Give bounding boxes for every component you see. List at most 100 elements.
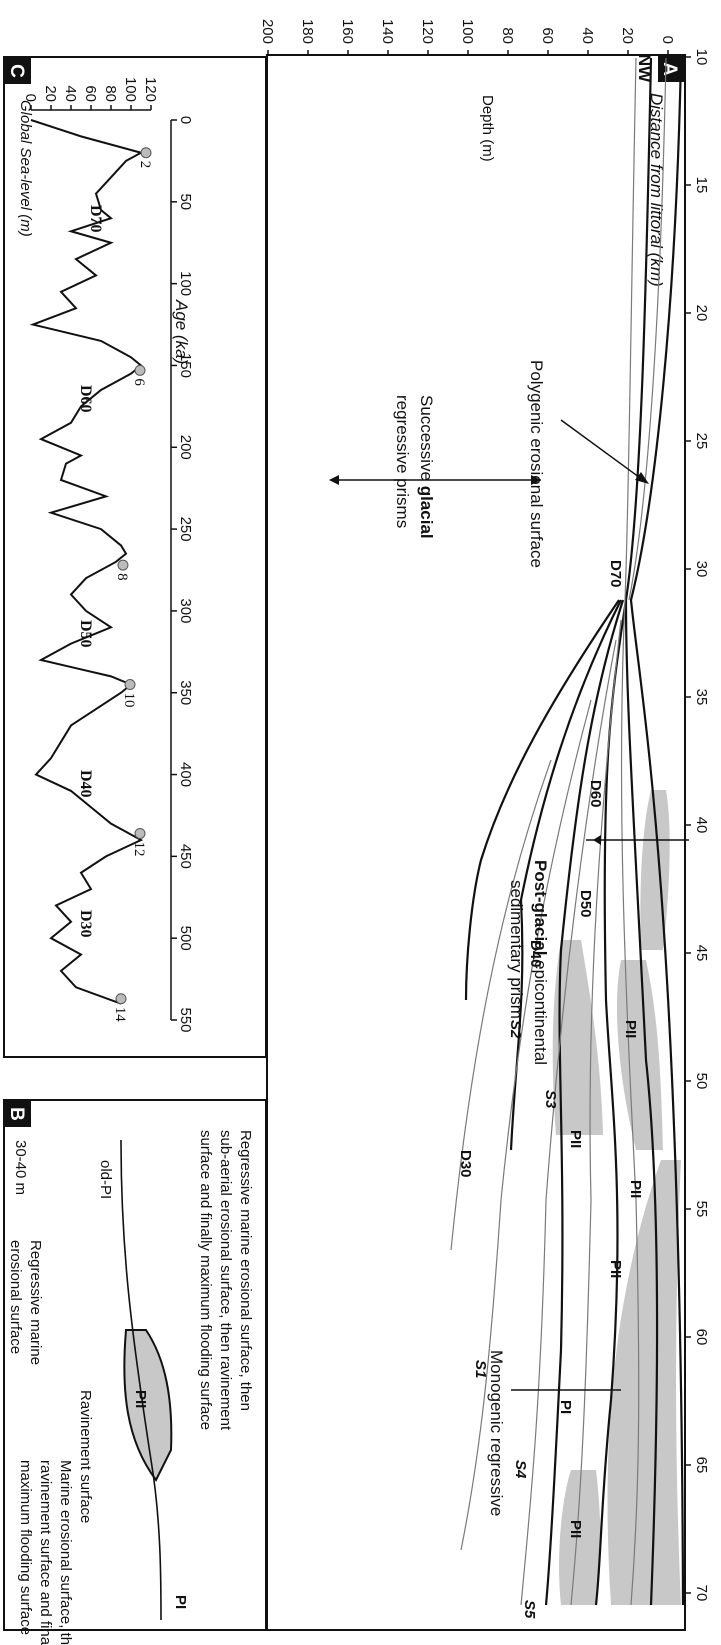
panel-b-scale: 30-40 m [12,1140,29,1195]
seq-label-s1: S1 [472,1360,489,1378]
surface-label-d60: D60 [587,780,604,808]
panel-a-x-tick-label: 55 [693,1201,710,1218]
stage-label-d40: D40 [77,770,94,798]
sea-level-curve [29,119,144,1005]
panel-c-frame [3,56,267,1058]
pii-label-3: PII [607,1260,624,1278]
panel-c-y-tick-label: 120 [142,77,159,102]
panel-c-x-tick-label: 50 [177,193,194,210]
panel-b-regressive-2: erosional surface [7,1240,24,1354]
panel-a-y-tick-label: 60 [539,27,556,44]
panel-b-marine-1: Marine erosional surface, then [57,1460,74,1645]
panel-c-stage-labels: D70 D60 D50 D40 D30 [77,205,104,938]
panel-a-y-tick-label: 200 [259,19,276,44]
panel-c-x-tick-label: 250 [177,517,194,542]
stage-marker [115,993,127,1005]
panel-b-marine-2: ravinement surface and finally [37,1460,54,1645]
panel-a-letter-box [658,56,684,82]
seq-label-s5: S5 [521,1600,538,1619]
surface-label-d50: D50 [577,890,594,918]
panel-b-pi: PI [172,1595,189,1609]
panel-a-x-tick-label: 65 [693,1457,710,1474]
stage-marker [134,827,146,839]
stage-number-label: 10 [121,693,137,708]
panel-b-old-pi: old-PI [97,1160,114,1199]
panel-a-y-tick-label: 0 [659,36,676,44]
panel-b-marine-3: maximum flooding surface [17,1460,34,1635]
panel-a-x-tick-label: 20 [693,305,710,322]
pii-fill-upper [607,1160,681,1605]
panel-a-x-tick-label: 70 [693,1585,710,1602]
panel-c-letter-box [5,58,31,84]
surface-label-d40: D40 [527,940,544,968]
panel-a-y-tick-label: 140 [379,19,396,44]
panel-c-y-tick-label: 60 [82,85,99,102]
panel-a-y-tick-label: 40 [579,27,596,44]
stage-number-label: 2 [137,161,153,169]
stage-label-d70: D70 [87,205,104,233]
panel-c-x-tick-label: 400 [177,762,194,787]
panel-c-x-tick-label: 150 [177,353,194,378]
stage-label-d60: D60 [77,385,94,413]
panel-c-y-tick-label: 100 [122,77,139,102]
panel-a-reflectors [450,57,667,1606]
seq-label-s3: S3 [542,1090,559,1109]
polygenic-label: Polygenic erosional surface [527,360,546,568]
pii-label-1: PII [622,1020,639,1038]
arrow-polygenic [560,419,649,484]
panel-b-text-2: sub-aerial erosional surface, then ravin… [217,1130,234,1431]
nw-label: NW [635,54,654,83]
panel-a-x-tick-label: 40 [693,817,710,834]
panel-b: B 30-40 m Regressive marine erosional su… [3,1099,267,1645]
panel-a-y-tick-label: 160 [339,19,356,44]
arrow-successive [329,475,541,485]
panel-a-y-tick-label: 120 [419,19,436,44]
pii-fill-se [559,1470,601,1605]
surface-label-d30: D30 [457,1150,474,1178]
panel-c-x-tick-label: 550 [177,1007,194,1032]
pi-label: PI [557,1400,574,1414]
panel-b-letter-box [5,1101,31,1127]
panel-c-y-tick-label: 40 [62,85,79,102]
panel-c-x-axis-title: Age (ka) [172,299,191,364]
panel-c-letter: C [6,64,27,78]
panel-a-y-tick-label: 80 [499,27,516,44]
panel-b-letter: B [6,1107,27,1121]
stage-number-label: 12 [131,841,147,856]
panel-b-ravinement: Ravinement surface [77,1390,94,1523]
panel-a-x-tick-label: 25 [693,433,710,450]
stage-marker [134,364,146,376]
stage-marker [124,679,136,691]
stage-marker [117,559,129,571]
seq-label-s2: S2 [507,1020,524,1039]
stage-label-d30: D30 [77,910,94,938]
pii-label-4: PII [567,1130,584,1148]
panel-a-x-tick-label: 50 [693,1073,710,1090]
panel-c-x-tick-label: 450 [177,844,194,869]
panel-b-text-3: surface and finally maximum flooding sur… [197,1130,214,1430]
panel-c: C Age (ka) Global Sea-level (m) 0 50 100 15… [3,56,267,1058]
panel-a-x-tick-label: 15 [693,177,710,194]
stage-number-label: 8 [114,573,130,581]
arrow-post-glacial [586,835,689,845]
panel-c-y-tick-label: 20 [42,85,59,102]
successive-line2: regressive prisms [393,395,412,528]
pii-fill-mid [616,960,663,1150]
pii-label-2: PII [627,1180,644,1198]
stage-number-label: 6 [131,378,147,386]
panel-a-x-tick-label: 60 [693,1329,710,1346]
panel-c-y-axis-title: Global Sea-level (m) [17,100,34,237]
panel-c-y-tick-label: 80 [102,85,119,102]
pii-label-5: PII [567,1520,584,1538]
panel-c-x-tick-label: 300 [177,598,194,623]
post-glacial-line1: Post-glacial epicontinental [531,860,550,1065]
post-glacial-line2: sedimentary prism [507,880,526,1019]
panel-c-x-tick-label: 0 [177,116,194,124]
